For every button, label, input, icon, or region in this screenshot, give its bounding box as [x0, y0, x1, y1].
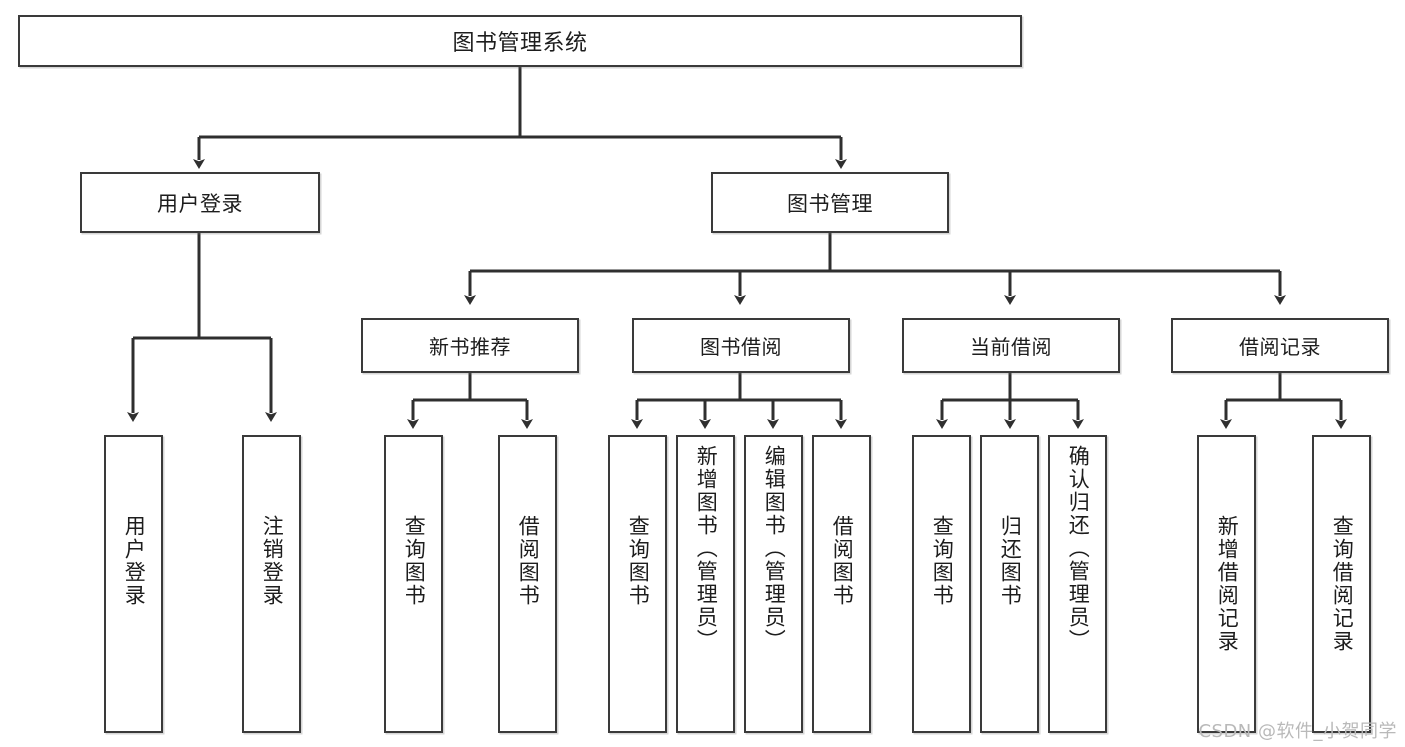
node-label: 新增图书（管理员） — [694, 445, 719, 652]
leaf-query-book-recommend[interactable]: 查询图书 — [384, 435, 443, 733]
node-current-borrow[interactable]: 当前借阅 — [902, 318, 1120, 373]
leaf-query-book-current[interactable]: 查询图书 — [912, 435, 971, 733]
node-label: 编辑图书（管理员） — [762, 445, 787, 652]
node-label: 新增借阅记录 — [1215, 515, 1240, 653]
node-label: 用户登录 — [122, 515, 147, 607]
leaf-confirm-return-admin[interactable]: 确认归还（管理员） — [1048, 435, 1107, 733]
node-label: 新书推荐 — [429, 335, 511, 359]
leaf-borrow-book[interactable]: 借阅图书 — [812, 435, 871, 733]
leaf-add-borrow-record[interactable]: 新增借阅记录 — [1197, 435, 1256, 733]
node-label: 借阅记录 — [1239, 335, 1321, 359]
node-book-borrow[interactable]: 图书借阅 — [632, 318, 850, 373]
node-label: 查询图书 — [930, 515, 955, 607]
node-new-book-recommend[interactable]: 新书推荐 — [361, 318, 579, 373]
node-label: 查询借阅记录 — [1330, 515, 1355, 653]
node-label: 借阅图书 — [516, 515, 541, 607]
node-borrow-record[interactable]: 借阅记录 — [1171, 318, 1389, 373]
leaf-query-book-borrow[interactable]: 查询图书 — [608, 435, 667, 733]
node-label: 借阅图书 — [830, 515, 855, 607]
node-label: 查询图书 — [402, 515, 427, 607]
node-label: 确认归还（管理员） — [1066, 445, 1091, 652]
node-root-book-management-system[interactable]: 图书管理系统 — [18, 15, 1022, 67]
leaf-edit-book-admin[interactable]: 编辑图书（管理员） — [744, 435, 803, 733]
node-label: 当前借阅 — [970, 335, 1052, 359]
node-label: 用户登录 — [157, 191, 243, 216]
node-label: 查询图书 — [626, 515, 651, 607]
leaf-query-borrow-record[interactable]: 查询借阅记录 — [1312, 435, 1371, 733]
leaf-user-login-action[interactable]: 用户登录 — [104, 435, 163, 733]
leaf-return-book[interactable]: 归还图书 — [980, 435, 1039, 733]
node-book-management[interactable]: 图书管理 — [711, 172, 949, 233]
leaf-logout[interactable]: 注销登录 — [242, 435, 301, 733]
watermark-text: CSDN @软件_小贺同学 — [1198, 721, 1397, 742]
node-user-login[interactable]: 用户登录 — [80, 172, 320, 233]
leaf-borrow-book-recommend[interactable]: 借阅图书 — [498, 435, 557, 733]
node-label: 图书管理 — [787, 191, 873, 216]
node-label: 归还图书 — [998, 515, 1023, 607]
node-label: 图书管理系统 — [452, 31, 588, 56]
leaf-add-book-admin[interactable]: 新增图书（管理员） — [676, 435, 735, 733]
node-label: 注销登录 — [260, 515, 285, 607]
node-label: 图书借阅 — [700, 335, 782, 359]
